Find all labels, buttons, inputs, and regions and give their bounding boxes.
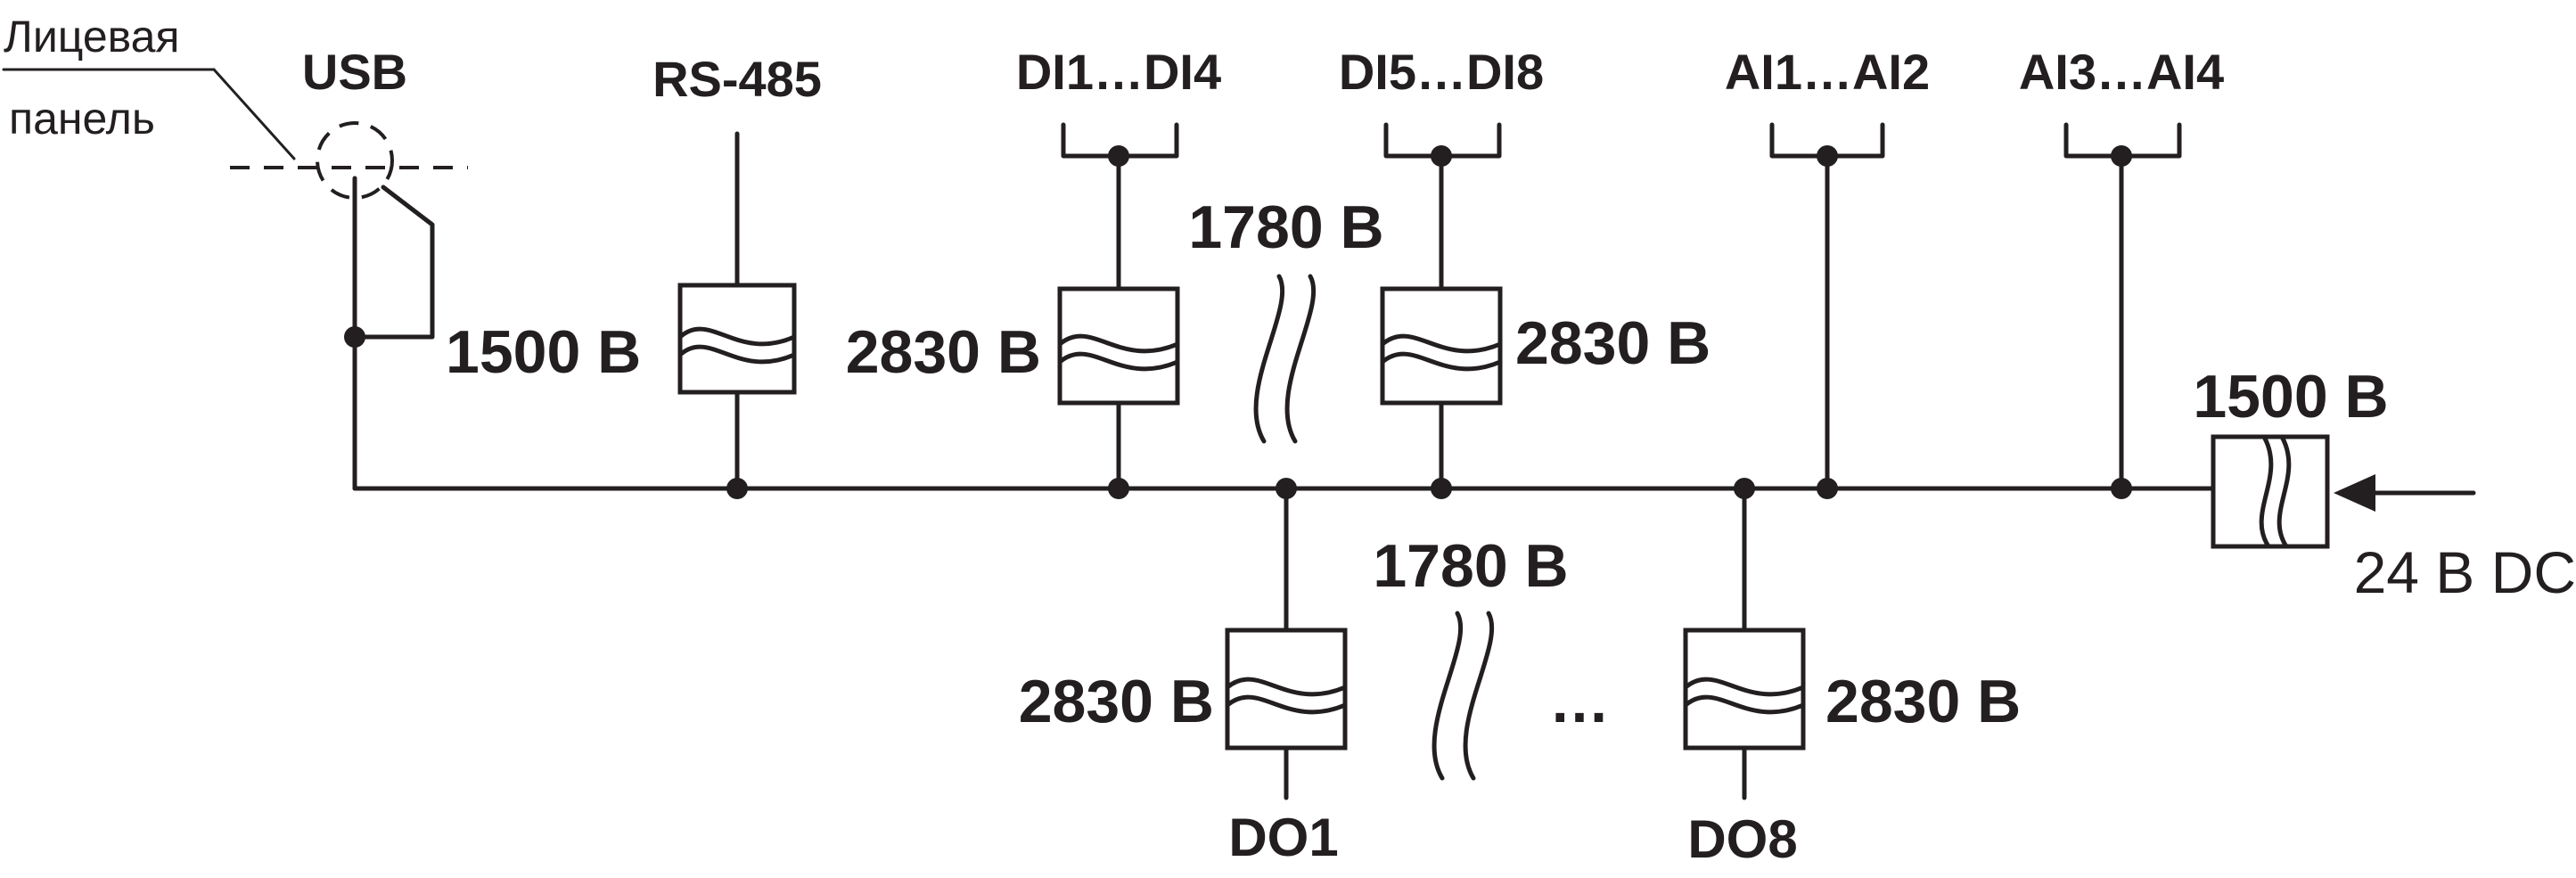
di-between-groups-symbol [1253,274,1317,444]
power-input-arrow-head [2334,474,2375,512]
di-1-4-isolation-voltage: 2830 В [846,318,1041,386]
di-1-4-label: DI1…DI4 [1016,44,1221,100]
usb-junction-dot [344,326,365,348]
ai-1-2-label: AI1…AI2 [1725,44,1930,100]
ai-1-2-bus-dot [1817,478,1838,499]
rs485-isolator [677,283,797,395]
do-between-channels-symbol [1432,611,1495,781]
panel-leader-line [212,68,296,160]
power-isolator [2211,434,2330,549]
power-input-label: 24 В DC [2354,539,2576,605]
do1-label: DO1 [1228,808,1338,867]
power-isolation-voltage: 1500 В [2193,363,2388,431]
panel-label-line1: Лицевая [4,12,180,62]
usb-side-wire [352,185,435,340]
usb-isolation-voltage: 1500 В [446,318,641,386]
di-5-8-isolator [1380,286,1503,406]
do8-isolation-voltage: 2830 В [1825,668,2021,735]
rs485-label: RS-485 [652,51,822,107]
di-5-8-bus-dot [1431,478,1452,499]
usb-label: USB [302,44,407,100]
do-between-channels-voltage: 1780 В [1373,532,1568,600]
do1-isolation-voltage: 2830 В [1019,668,1214,735]
ai-3-4-label: AI3…AI4 [2019,44,2224,100]
do1-isolator [1225,628,1348,751]
do8-label: DO8 [1687,809,1797,869]
do8-isolator [1683,628,1806,751]
ai-3-4-bus-dot [2111,478,2132,499]
usb-port-circle [316,121,394,200]
di-between-groups-voltage: 1780 В [1188,193,1383,261]
di-5-8-isolation-voltage: 2830 В [1515,309,1710,377]
panel-label-line2: панель [9,94,155,144]
di-5-8-label: DI5…DI8 [1339,44,1544,100]
do-ellipsis: … [1549,668,1610,735]
di-1-4-isolator [1057,286,1180,406]
rs485-bus-dot [726,478,748,499]
di-1-4-bus-dot [1108,478,1129,499]
